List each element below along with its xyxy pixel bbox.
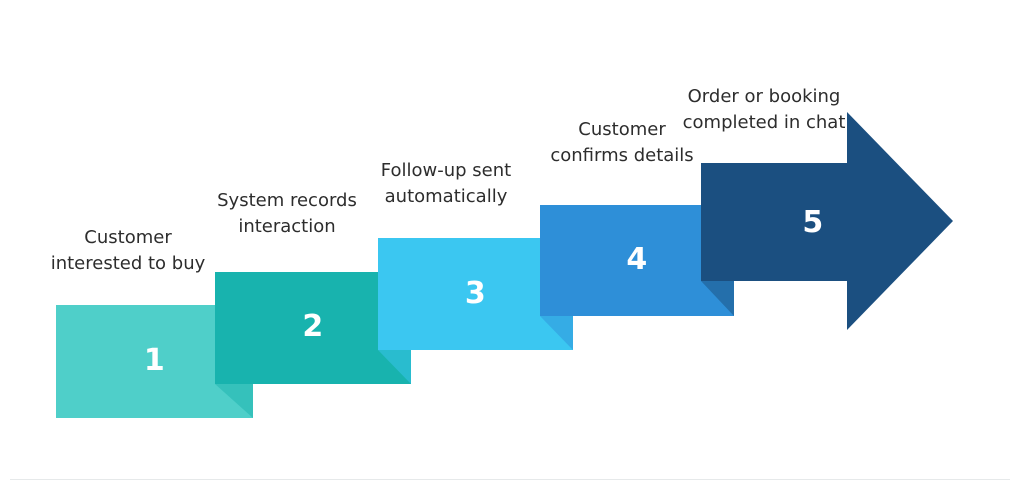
bottom-divider-line (10, 479, 1010, 480)
step-2-number: 2 (302, 309, 324, 344)
step-5-label-line1: Order or booking (687, 86, 841, 107)
step-3-label-line2: automatically (384, 186, 508, 207)
step-1-label: Customer interested to buy (8, 225, 248, 277)
step-2-label-line2: interaction (238, 216, 336, 237)
step-4-number: 4 (626, 242, 648, 277)
step-3-label-line1: Follow-up sent (380, 160, 512, 181)
step-5-number: 5 (802, 205, 824, 240)
step-1-label-line1: Customer (84, 227, 172, 248)
step-3-label: Follow-up sent automatically (326, 158, 566, 210)
step-5-block (701, 163, 848, 281)
step-4-label-line1: Customer (578, 119, 666, 140)
step-3-number: 3 (464, 276, 487, 311)
step-4-label-line2: confirms details (550, 145, 694, 166)
step-1-number: 1 (143, 343, 166, 378)
step-2-label: System records interaction (167, 188, 407, 240)
step-5-label: Order or booking completed in chat (644, 84, 884, 136)
step-1-label-line2: interested to buy (50, 253, 206, 274)
step-5-label-line2: completed in chat (682, 112, 846, 133)
step-2-label-line1: System records (217, 190, 357, 211)
step-4-label: Customer confirms details (502, 117, 742, 169)
